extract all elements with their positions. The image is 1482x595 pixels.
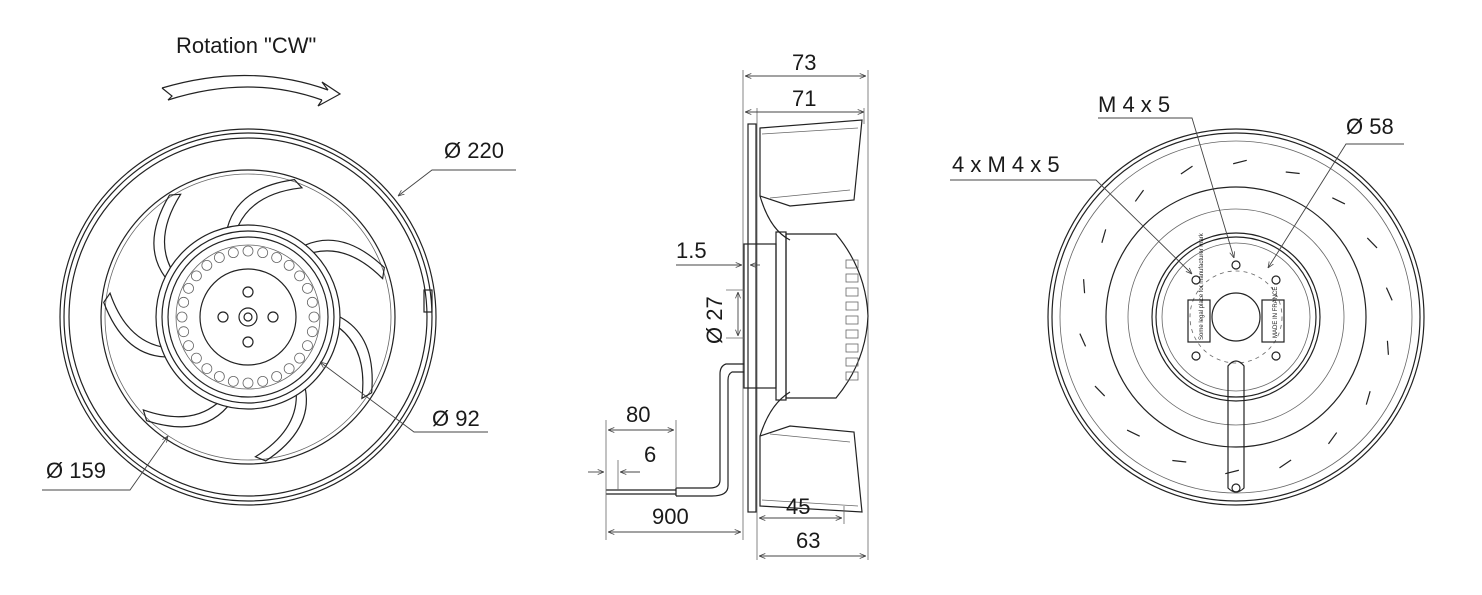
motor-fin (845, 301, 859, 311)
depth-73-label: 73 (792, 50, 816, 75)
impeller-blade (305, 239, 385, 280)
hub-bolt (242, 245, 254, 257)
vent-slot (1126, 429, 1140, 437)
impeller-blade (226, 178, 304, 228)
cable-6-label: 6 (644, 442, 656, 467)
impeller-blade (338, 316, 373, 400)
motor-fins (845, 259, 859, 381)
hub-bolt (176, 311, 188, 323)
hub-plate-text-right: MADE IN FRANCE (1273, 287, 1279, 338)
vent-slot (1385, 287, 1393, 301)
depth-71-label: 71 (792, 86, 816, 111)
diameter-58-label: Ø 58 (1346, 114, 1394, 139)
hub-bolt-ring (176, 245, 320, 389)
vent-slot (1180, 165, 1193, 175)
vent-slot (1082, 279, 1086, 294)
hub-bolt (213, 371, 225, 382)
hub-bolt (308, 311, 320, 323)
hub-bolt (302, 340, 313, 352)
hub-bolt (227, 375, 239, 387)
shaft-diameter-27-label: Ø 27 (702, 296, 727, 344)
hub-bolt (183, 340, 194, 352)
impeller-blade (103, 291, 166, 358)
vent-slot (1079, 333, 1087, 347)
motor-fin (845, 371, 859, 381)
hub-bolt (178, 296, 190, 308)
hub-bolt (190, 352, 202, 364)
hub-bolt (302, 282, 313, 294)
hub-bolt (183, 282, 194, 294)
diameter-220-label: Ø 220 (444, 138, 504, 163)
thickness-1-5-label: 1.5 (676, 238, 707, 263)
impeller-blade (254, 388, 307, 462)
hub-bolt (271, 371, 283, 382)
hub-bolt (257, 247, 269, 259)
hub-bolt (283, 259, 295, 271)
motor-fin (845, 329, 859, 339)
cable-80-label: 80 (626, 402, 650, 427)
vent-slot (1365, 390, 1371, 405)
vent-slot (1172, 459, 1187, 463)
vent-slot (1233, 159, 1247, 165)
diameter-159-label: Ø 159 (46, 458, 106, 483)
hub-bolt (294, 270, 306, 282)
hub-bolt (257, 375, 269, 387)
hub-bolt (306, 326, 318, 338)
vent-slot (1279, 459, 1292, 469)
impeller-blade (142, 403, 228, 428)
vent-slot (1101, 229, 1107, 244)
vent-slot (1285, 171, 1300, 175)
rotation-label: Rotation "CW" (176, 33, 316, 58)
thread-4xm4x5-label: 4 x M 4 x 5 (952, 152, 1060, 177)
vent-slot (1225, 469, 1239, 475)
hub-bolt (213, 252, 225, 263)
hub-bolt (306, 296, 318, 308)
vent-slot (1332, 197, 1346, 205)
impeller-blades (103, 178, 385, 462)
ventilation-slots (1079, 159, 1393, 475)
motor-fin (845, 315, 859, 325)
width-63-label: 63 (796, 528, 820, 553)
hub-bolt (283, 363, 295, 375)
hub-bolt (178, 326, 190, 338)
hub-bolt (294, 352, 306, 364)
hub-plate-text-left: Some legal place for manufacturer mark (1199, 232, 1205, 340)
motor-fin (845, 273, 859, 283)
front-view (42, 74, 516, 506)
thread-m4x5-label: M 4 x 5 (1098, 92, 1170, 117)
side-view (588, 70, 869, 560)
diameter-92-label: Ø 92 (432, 406, 480, 431)
hub-bolt (242, 377, 254, 389)
vent-slot (1327, 432, 1338, 445)
impeller-blade (153, 193, 182, 278)
motor-fin (845, 287, 859, 297)
width-45-label: 45 (786, 494, 810, 519)
motor-fin (845, 259, 859, 269)
hub-bolt (190, 270, 202, 282)
vent-slot (1366, 237, 1378, 249)
rotation-arrow-icon (161, 74, 342, 107)
vent-slot (1386, 340, 1390, 355)
hub-bolt (227, 247, 239, 259)
vent-slot (1134, 189, 1145, 202)
cable-length-900-label: 900 (652, 504, 689, 529)
vent-slot (1094, 385, 1106, 397)
back-view (950, 117, 1425, 506)
hub-bolt (201, 259, 213, 271)
hub-bolt (201, 363, 213, 375)
motor-fin (845, 343, 859, 353)
motor-fin (845, 357, 859, 367)
hub-bolt (271, 252, 283, 263)
